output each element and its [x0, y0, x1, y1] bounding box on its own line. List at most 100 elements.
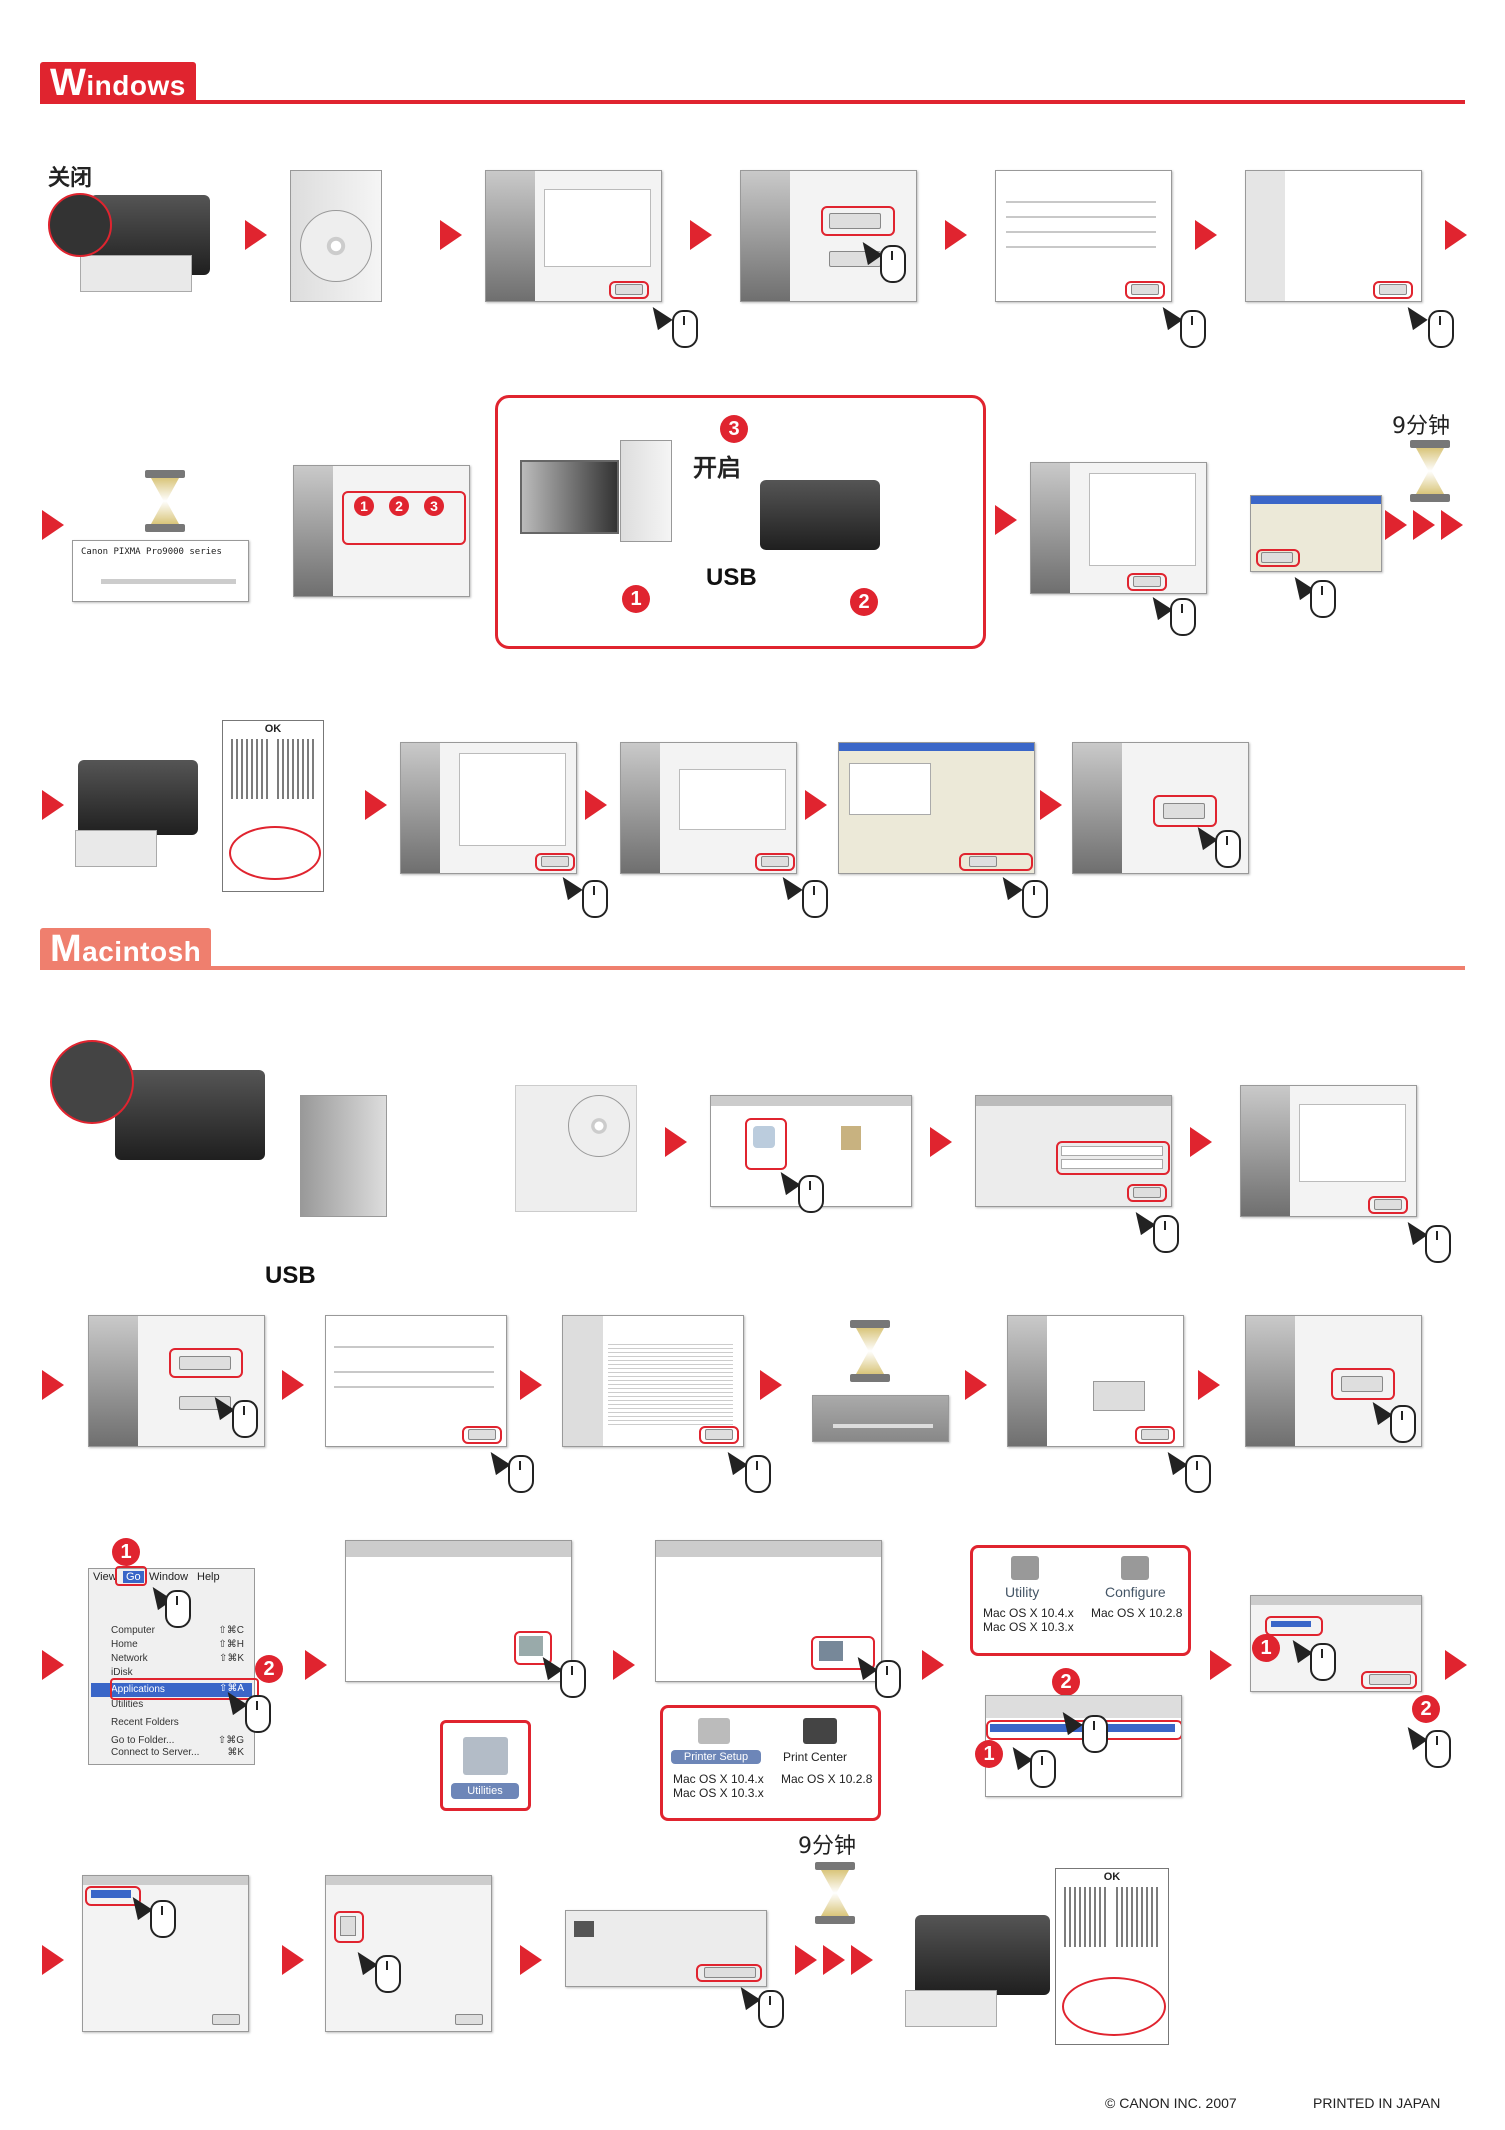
menu-item-recent-folders[interactable]: Recent Folders: [111, 1717, 179, 1728]
highlight-yes: [699, 1426, 739, 1444]
mouse-pointer: [555, 871, 583, 901]
usb-label: USB: [265, 1262, 316, 1289]
list-line: [334, 1346, 494, 1348]
menu-help[interactable]: Help: [197, 1571, 220, 1583]
installer-sidebar: [1073, 743, 1122, 873]
mouse-pointer: [1128, 1206, 1156, 1236]
mouse-icon: [880, 245, 906, 283]
installer-screen-printer-connection: [1030, 462, 1207, 594]
installer-panel: [1088, 473, 1196, 567]
mouse-icon: [1428, 310, 1454, 348]
step-arrow: [1198, 1370, 1220, 1400]
maintenance-button[interactable]: [1369, 1674, 1411, 1685]
mouse-icon: [1030, 1750, 1056, 1788]
print-head-alignment-button[interactable]: [704, 1967, 756, 1978]
pattern-highlight: [229, 826, 321, 880]
menu-item-computer[interactable]: Computer: [111, 1625, 155, 1636]
list-line: [334, 1386, 494, 1388]
menu-item-go-to-folder[interactable]: Go to Folder...: [111, 1735, 175, 1746]
usb-port-zoom: [50, 1040, 134, 1124]
quit-button[interactable]: [212, 2014, 240, 2025]
step-arrow: [1445, 1650, 1467, 1680]
utility-icon: [1011, 1556, 1039, 1580]
name-field[interactable]: [1061, 1146, 1163, 1156]
next-button[interactable]: [1133, 576, 1161, 587]
step-number-1: 1: [112, 1538, 140, 1566]
highlight-exit: [1153, 795, 1217, 827]
hourglass-icon: [815, 1862, 855, 1924]
mouse-icon: [1022, 880, 1048, 918]
yes-button[interactable]: [705, 1429, 733, 1440]
password-field[interactable]: [1061, 1159, 1163, 1169]
mouse-icon: [508, 1455, 534, 1493]
menu-item-applications[interactable]: Applications: [91, 1683, 252, 1697]
next-button[interactable]: [761, 856, 789, 867]
exit-button[interactable]: [1163, 803, 1205, 819]
pattern-grid: [1116, 1887, 1160, 1947]
highlight-install: [1125, 281, 1165, 299]
step-number-2: 2: [389, 496, 409, 516]
mouse-pointer: [1400, 1721, 1428, 1751]
next-button[interactable]: [1374, 1199, 1402, 1210]
setup-icon[interactable]: [753, 1126, 775, 1148]
installer-panel: [458, 753, 566, 847]
install-button[interactable]: [1131, 284, 1159, 295]
installer-panel: [678, 769, 786, 830]
step-number-2: 2: [1412, 1695, 1440, 1723]
os-version-103: Mac OS X 10.3.x: [673, 1786, 764, 1800]
printer-setup-utility-icon[interactable]: [819, 1641, 843, 1661]
agree-button[interactable]: [969, 856, 997, 867]
printer-utility-test-print: [82, 1875, 249, 2032]
step-arrow: [1445, 220, 1467, 250]
mouse-pointer: [995, 871, 1023, 901]
menu-view[interactable]: View: [93, 1571, 117, 1583]
highlight-next: [1368, 1196, 1408, 1214]
custom-install-button[interactable]: [179, 1396, 231, 1410]
alignment-icon[interactable]: [340, 1916, 356, 1936]
yes-button[interactable]: [1379, 284, 1407, 295]
mouse-pointer: [645, 301, 673, 331]
installer-screen-component-list: [995, 170, 1172, 302]
os-version-102: Mac OS X 10.2.8: [781, 1772, 873, 1786]
step-number-3: 3: [424, 496, 444, 516]
mac-progress-dialog: [812, 1395, 949, 1442]
alignment-dialog: [1250, 495, 1382, 572]
os-version-102: Mac OS X 10.2.8: [1091, 1606, 1183, 1620]
menu-item-idisk[interactable]: iDisk: [111, 1667, 133, 1678]
menu-item-connect-to-server[interactable]: Connect to Server...: [111, 1747, 200, 1758]
ok-button[interactable]: [1133, 1187, 1161, 1198]
shortcut-go-to-folder: ⇧⌘G: [217, 1735, 244, 1746]
computer-illustration: [620, 440, 672, 542]
highlight-install: [462, 1426, 502, 1444]
next-button[interactable]: [541, 856, 569, 867]
step-arrow: [1441, 510, 1463, 540]
mouse-icon: [1425, 1730, 1451, 1768]
execute-button[interactable]: [1261, 552, 1293, 563]
easy-install-button[interactable]: [179, 1356, 231, 1370]
highlight-alignment-button: [696, 1964, 762, 1982]
alignment-result-panel: OK: [222, 720, 324, 892]
utilities-folder-icon[interactable]: [519, 1636, 543, 1656]
menu-item-network[interactable]: Network: [111, 1653, 148, 1664]
finder-go-menu: View Go Window Help Computer ⇧⌘C Home ⇧⌘…: [88, 1568, 255, 1765]
test-print-tab[interactable]: [91, 1890, 131, 1898]
mouse-pointer: [720, 1446, 748, 1476]
quit-button[interactable]: [455, 2014, 483, 2025]
menu-item-home[interactable]: Home: [111, 1639, 138, 1650]
close-printer-label: 关闭: [48, 166, 93, 191]
installer-sidebar: [401, 743, 440, 873]
mouse-icon: [1180, 310, 1206, 348]
restart-button[interactable]: [1341, 1376, 1383, 1392]
step-arrow: [1210, 1650, 1232, 1680]
macintosh-section-banner: Macintosh: [40, 928, 212, 970]
menu-window[interactable]: Window: [149, 1571, 189, 1583]
install-button[interactable]: [468, 1429, 496, 1440]
menu-item-utilities[interactable]: Utilities: [111, 1699, 144, 1710]
easy-install-button[interactable]: [829, 213, 881, 229]
printer-row: [1271, 1621, 1311, 1627]
highlight-test-print: [85, 1886, 141, 1906]
next-button[interactable]: [615, 284, 643, 295]
next-button[interactable]: [1141, 1429, 1169, 1440]
hourglass-icon: [850, 1320, 890, 1382]
menu-go[interactable]: Go: [123, 1571, 144, 1583]
